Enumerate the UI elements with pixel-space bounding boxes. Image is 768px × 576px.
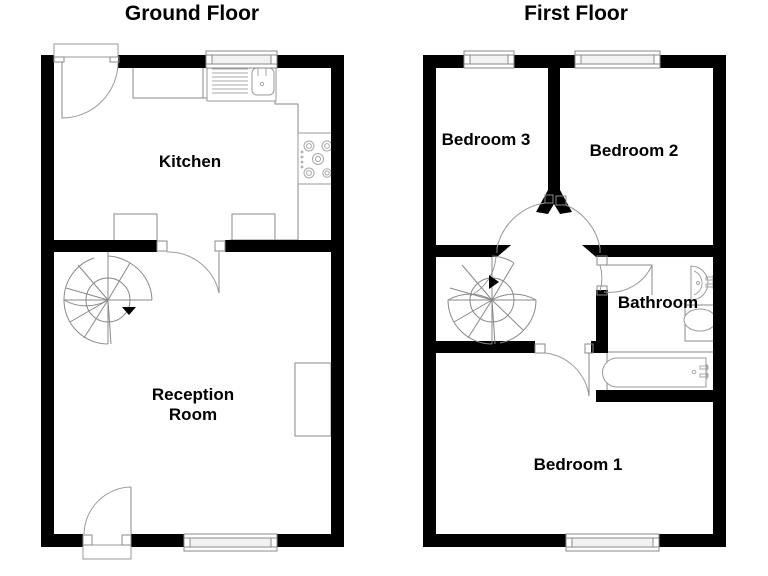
room-label-reception-line1: Reception bbox=[151, 385, 235, 404]
door-to-bedroom2[interactable] bbox=[555, 195, 601, 253]
arrow-right-icon bbox=[489, 275, 499, 289]
window-kitchen-top bbox=[205, 50, 278, 69]
window-bedroom1 bbox=[565, 533, 660, 552]
kitchen-hob bbox=[297, 132, 338, 185]
room-label-bedroom-2: Bedroom 2 bbox=[589, 141, 679, 160]
room-label-kitchen: Kitchen bbox=[158, 152, 222, 171]
exit-door-ground[interactable] bbox=[82, 486, 132, 560]
room-label-reception-line2: Room bbox=[168, 404, 218, 424]
ground-floor-walls bbox=[41, 55, 344, 547]
ground-floor-title: Ground Floor bbox=[124, 2, 260, 25]
first-floor-walls bbox=[423, 55, 726, 547]
room-label-bedroom-1: Bedroom 1 bbox=[533, 455, 623, 474]
room-label-bedroom-3: Bedroom 3 bbox=[441, 130, 531, 149]
door-to-bedroom3[interactable] bbox=[496, 194, 554, 253]
window-bedroom2 bbox=[574, 50, 661, 69]
arrow-down-icon bbox=[122, 307, 136, 315]
window-bedroom3 bbox=[463, 50, 515, 69]
door-to-bathroom[interactable] bbox=[596, 255, 653, 296]
bathroom-bath bbox=[602, 351, 723, 394]
window-reception-bottom bbox=[183, 533, 278, 552]
room-label-bathroom: Bathroom bbox=[617, 293, 699, 312]
spiral-staircase-first bbox=[447, 255, 537, 345]
spiral-staircase-ground bbox=[63, 252, 153, 345]
room-label-reception-room: Reception Room bbox=[113, 385, 273, 424]
landing-left-door[interactable] bbox=[469, 256, 497, 297]
door-to-bedroom1[interactable] bbox=[534, 343, 594, 397]
first-floor-title: First Floor bbox=[524, 2, 628, 25]
entrance-door-ground[interactable] bbox=[53, 43, 120, 119]
internal-door-ground[interactable] bbox=[156, 240, 226, 294]
